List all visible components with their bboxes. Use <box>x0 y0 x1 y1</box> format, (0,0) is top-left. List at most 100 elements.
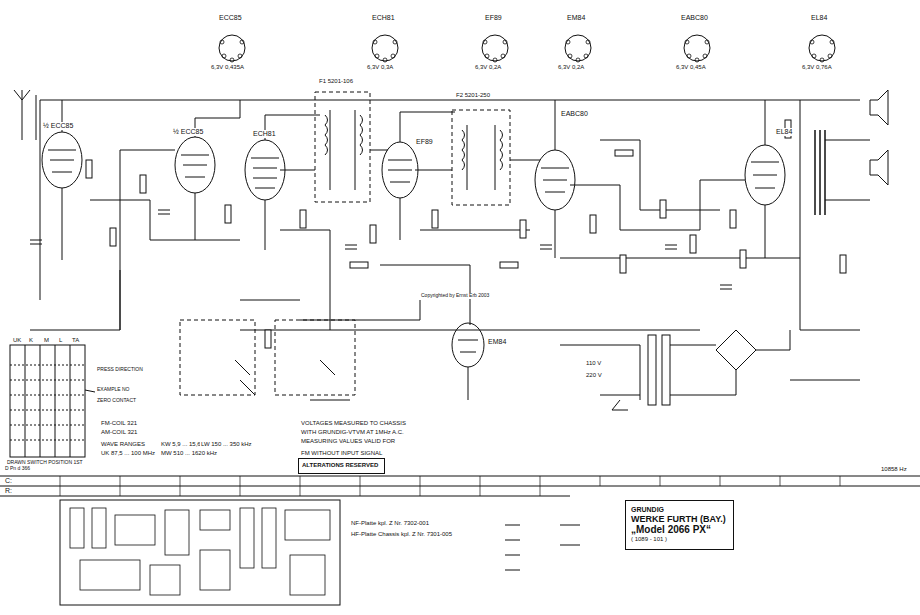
schematic-stroke <box>372 35 398 61</box>
schematic-stroke <box>815 130 825 215</box>
schematic-stroke <box>809 35 835 61</box>
schematic-label: ECC85 <box>218 14 243 22</box>
schematic-stroke <box>576 58 580 62</box>
schematic-stroke <box>70 508 330 595</box>
schematic-stroke <box>566 40 570 44</box>
schematic-stroke <box>452 110 510 205</box>
schematic-label: Copyrighted by Ernst Erb 2003 <box>420 293 490 299</box>
node-text: ALTERATIONS RESERVED <box>302 462 381 469</box>
schematic-stroke <box>262 508 276 568</box>
schematic-stroke <box>330 110 495 190</box>
schematic-stroke <box>462 130 503 170</box>
schematic-stroke <box>86 120 846 348</box>
schematic-label: 10858 Hz <box>880 466 908 473</box>
schematic-stroke <box>85 390 95 392</box>
schematic-stroke <box>238 54 242 58</box>
schematic-stroke <box>830 40 834 44</box>
node-text: „Model 2066 PX“ <box>631 524 728 536</box>
schematic-stroke <box>230 58 234 62</box>
schematic-stroke <box>730 210 736 228</box>
schematic-label: DRAWN SWITCH POSITION 1ST <box>6 460 84 466</box>
schematic-stroke <box>14 90 36 140</box>
schematic-stroke <box>275 320 355 395</box>
schematic-stroke <box>115 515 155 545</box>
schematic-label: FM WITHOUT INPUT SIGNAL <box>300 450 383 457</box>
schematic-stroke <box>222 54 226 58</box>
schematic-stroke <box>505 525 580 570</box>
schematic-label: MW 510 ... 1620 kHz <box>160 450 218 457</box>
schematic-stroke <box>373 40 377 44</box>
schematic-stroke <box>30 270 120 330</box>
schematic-stroke <box>219 35 245 61</box>
schematic-label: EF89 <box>415 138 434 146</box>
schematic-label: F2 5201-250 <box>455 92 491 99</box>
schematic-stroke <box>60 476 840 496</box>
schematic-label: D Pn d 366 <box>4 466 31 472</box>
schematic-label: EM84 <box>487 338 507 346</box>
schematic-stroke <box>493 58 497 62</box>
schematic-stroke <box>590 215 596 233</box>
schematic-stroke <box>0 35 920 605</box>
schematic-label: MEASURING VALUES VALID FOR <box>300 438 396 445</box>
schematic-label: K <box>28 337 34 344</box>
schematic-stroke <box>140 175 146 193</box>
schematic-stroke <box>40 100 860 101</box>
schematic-stroke <box>325 115 363 155</box>
schematic-stroke <box>370 225 376 243</box>
schematic-stroke <box>393 40 397 44</box>
note-box: ALTERATIONS RESERVED <box>298 458 385 474</box>
schematic-label: EABC80 <box>560 110 589 118</box>
schematic-stroke <box>290 555 325 595</box>
schematic-stroke <box>62 100 765 150</box>
schematic-label: C: <box>4 477 13 485</box>
schematic-stroke <box>620 255 626 273</box>
schematic-stroke <box>165 510 189 555</box>
schematic-stroke <box>60 476 840 496</box>
schematic-stroke <box>30 210 732 289</box>
schematic-stroke <box>740 250 746 268</box>
schematic-label: 6,3V 0,2A <box>474 64 502 71</box>
schematic-stroke <box>432 210 438 228</box>
schematic-stroke <box>452 323 484 367</box>
schematic-stroke <box>810 40 814 44</box>
schematic-stroke <box>62 188 765 400</box>
node-text: WERKE FURTH (BAY.) <box>631 514 728 524</box>
node-text: GRUNDIG <box>631 506 728 514</box>
schematic-label: 6,3V 0,45A <box>675 64 707 71</box>
title-block: GRUNDIGWERKE FURTH (BAY.)„Model 2066 PX“… <box>625 500 734 550</box>
schematic-stroke <box>245 140 285 200</box>
schematic-label: NF-Platte kpl. Z Nr. 7302-001 <box>350 520 430 527</box>
schematic-stroke <box>565 35 591 61</box>
schematic-stroke <box>870 90 888 125</box>
schematic-stroke <box>10 365 85 440</box>
node-text: ( 1089 - 101 ) <box>631 536 728 543</box>
schematic-stroke <box>500 262 518 268</box>
schematic-stroke <box>251 158 412 188</box>
schematic-stroke <box>600 330 860 395</box>
schematic-stroke <box>10 345 85 457</box>
schematic-label: 6,3V 0,76A <box>801 64 833 71</box>
schematic-stroke <box>690 235 696 253</box>
schematic-stroke <box>300 210 306 228</box>
schematic-label: L <box>58 337 63 344</box>
schematic-stroke <box>315 92 370 202</box>
schematic-stroke <box>716 330 756 370</box>
schematic-stroke <box>684 35 710 61</box>
schematic-stroke <box>391 54 395 58</box>
schematic-stroke <box>383 58 387 62</box>
schematic-stroke <box>648 335 656 405</box>
schematic-stroke <box>350 262 368 268</box>
schematic-stroke <box>503 40 507 44</box>
schematic-stroke <box>0 476 920 496</box>
schematic-label: PRESS DIRECTION <box>96 367 144 373</box>
schematic-stroke <box>584 54 588 58</box>
schematic-label: ½ ECC85 <box>172 128 204 136</box>
schematic-stroke <box>70 508 84 548</box>
schematic-label: 220 V <box>585 372 603 379</box>
schematic-stroke <box>86 160 92 178</box>
schematic-stroke <box>687 54 691 58</box>
schematic-stroke <box>840 255 846 273</box>
schematic-stroke <box>482 35 508 61</box>
schematic-stroke <box>870 150 888 185</box>
schematic-stroke <box>80 560 140 590</box>
